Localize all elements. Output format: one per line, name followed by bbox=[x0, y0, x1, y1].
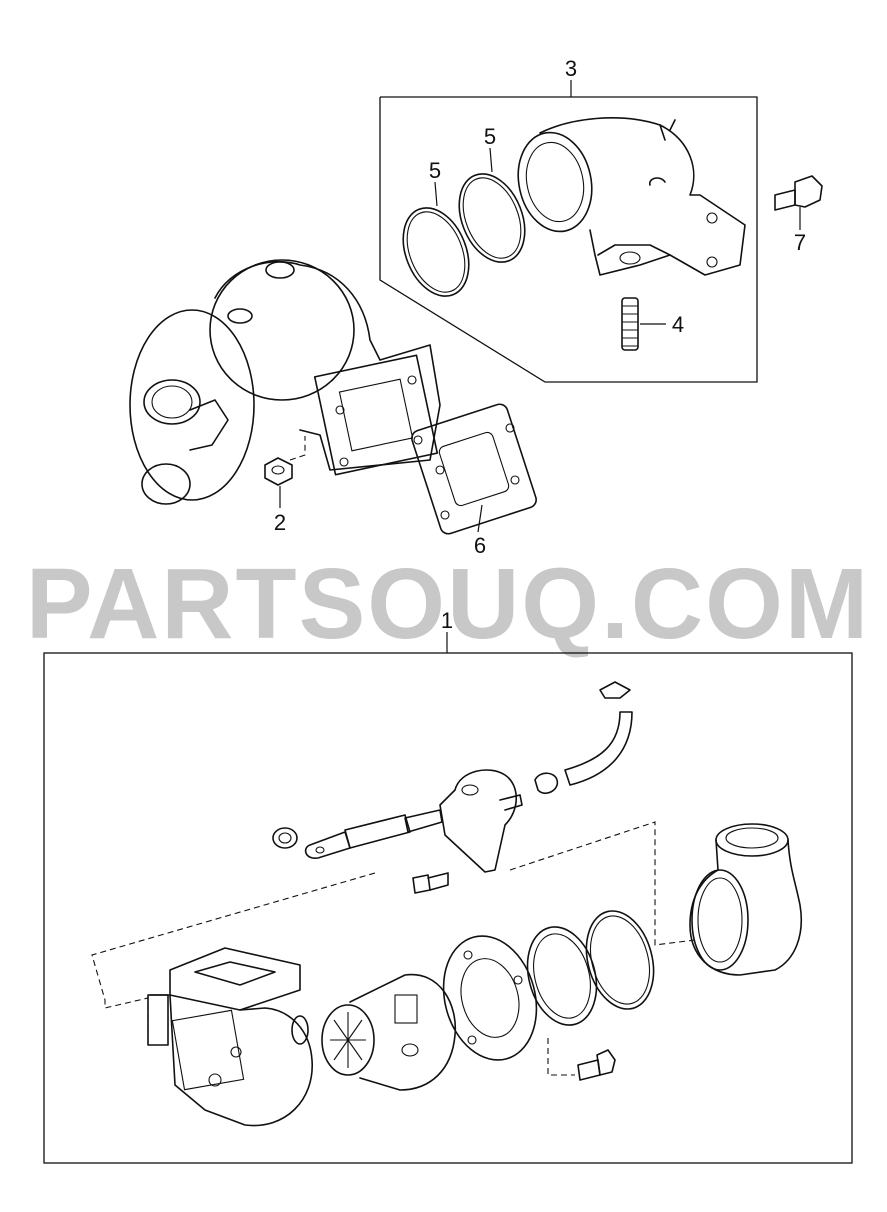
group-1-box bbox=[43, 632, 853, 1164]
seal-ring-lower-right[interactable] bbox=[576, 903, 664, 1016]
group-3-box bbox=[379, 80, 758, 383]
lock-clip[interactable] bbox=[272, 827, 298, 849]
seal-ring-lower-left[interactable] bbox=[517, 919, 607, 1033]
back-plate[interactable] bbox=[430, 925, 550, 1070]
callout-5-right: 5 bbox=[484, 124, 496, 149]
seal-ring-right[interactable] bbox=[447, 147, 537, 272]
callout-1: 1 bbox=[441, 608, 453, 633]
actuator-bolt[interactable] bbox=[412, 872, 449, 894]
hex-nut[interactable] bbox=[264, 436, 306, 508]
callout-3: 3 bbox=[565, 56, 577, 81]
seal-ring-left[interactable] bbox=[391, 181, 481, 306]
turbocharger-assembly[interactable] bbox=[129, 259, 441, 505]
actuator-hose[interactable] bbox=[534, 681, 633, 795]
outlet-elbow-housing[interactable] bbox=[509, 117, 746, 276]
stud-bolt[interactable] bbox=[621, 297, 666, 351]
compressor-housing[interactable] bbox=[689, 823, 802, 976]
callout-5-left: 5 bbox=[429, 158, 441, 183]
flange-bolt[interactable] bbox=[774, 175, 823, 230]
callout-7: 7 bbox=[794, 230, 806, 255]
watermark-text: PARTSOUQ.COM bbox=[26, 548, 870, 660]
wastegate-actuator[interactable] bbox=[304, 769, 523, 873]
callout-4: 4 bbox=[672, 312, 684, 337]
backplate-bolt[interactable] bbox=[577, 1049, 616, 1081]
turbine-housing[interactable] bbox=[147, 947, 313, 1127]
center-cartridge[interactable] bbox=[321, 973, 457, 1091]
flange-gasket[interactable] bbox=[410, 402, 538, 536]
callout-6: 6 bbox=[474, 533, 486, 558]
callout-2: 2 bbox=[274, 510, 286, 535]
